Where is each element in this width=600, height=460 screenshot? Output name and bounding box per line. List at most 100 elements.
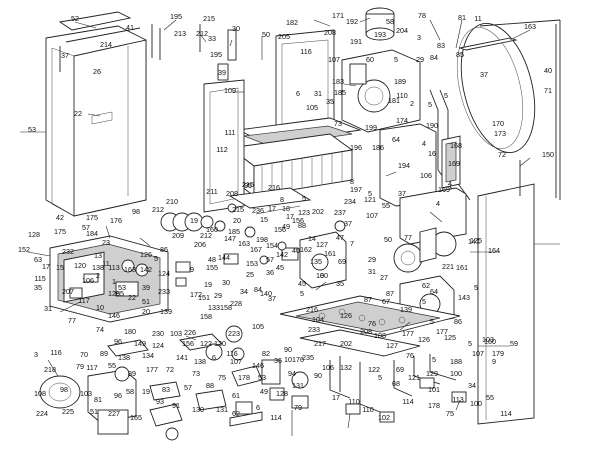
part-number-label: 164 bbox=[488, 246, 500, 255]
part-number-label: 15 bbox=[260, 215, 268, 224]
part-number-label: 171 bbox=[332, 11, 344, 20]
part-number-label: 100 bbox=[450, 369, 462, 378]
part-number-label: 216 bbox=[268, 183, 280, 192]
part-number-label: 109 bbox=[224, 86, 236, 95]
part-number-label: 233 bbox=[308, 325, 320, 334]
part-number-label: 175 bbox=[86, 213, 98, 222]
part-number-label: 67 bbox=[382, 297, 390, 306]
part-number-label: 64 bbox=[392, 135, 400, 144]
part-number-label: 101 bbox=[428, 385, 440, 394]
part-number-label: 117 bbox=[78, 296, 89, 305]
part-number-label: 139 bbox=[400, 305, 412, 314]
part-number-label: 33 bbox=[208, 34, 216, 43]
part-number-label: 141 bbox=[468, 237, 480, 246]
part-number-label: 45 bbox=[276, 263, 284, 272]
part-number-label: 81 bbox=[94, 395, 102, 404]
part-number-label: 34 bbox=[468, 381, 476, 390]
part-number-label: 126 bbox=[340, 311, 352, 320]
part-number-label: 29 bbox=[368, 255, 376, 264]
part-number-label: 71 bbox=[544, 86, 552, 95]
part-number-label: 204 bbox=[396, 26, 408, 35]
part-number-label: 26 bbox=[93, 67, 101, 76]
part-number-label: 195 bbox=[210, 50, 222, 59]
part-number-label: 128 bbox=[276, 389, 288, 398]
part-number-label: 9 bbox=[492, 357, 496, 366]
part-number-label: 77 bbox=[404, 233, 412, 242]
part-number-label: 100 bbox=[470, 399, 482, 408]
part-number-label: 39 bbox=[218, 68, 226, 77]
part-number-label: 10 bbox=[316, 271, 324, 280]
part-number-label: 11 bbox=[474, 14, 481, 23]
part-number-label: 130 bbox=[192, 405, 204, 414]
part-number-label: 218 bbox=[44, 365, 56, 374]
part-number-label: 177 bbox=[146, 365, 158, 374]
part-number-label: 85 bbox=[456, 50, 464, 59]
burner-parts bbox=[214, 187, 312, 265]
part-number-label: 190 bbox=[426, 121, 438, 130]
part-number-label: 174 bbox=[396, 116, 408, 125]
part-number-label: 86 bbox=[160, 245, 168, 254]
part-number-label: 195 bbox=[170, 12, 182, 21]
part-number-label: 212 bbox=[152, 205, 164, 214]
part-number-label: 35 bbox=[34, 283, 42, 292]
part-number-label: 114 bbox=[270, 413, 281, 422]
part-number-label: 107 bbox=[230, 357, 242, 366]
part-number-label: 37 bbox=[61, 51, 69, 60]
part-number-label: 153 bbox=[246, 259, 258, 268]
part-number-label: 233 bbox=[158, 287, 170, 296]
bottom-pipes bbox=[329, 354, 467, 423]
part-number-label: 135 bbox=[310, 257, 322, 266]
part-number-label: 189 bbox=[394, 77, 406, 86]
part-number-label: 17 bbox=[286, 212, 294, 221]
part-number-label: 89 bbox=[128, 369, 136, 378]
part-number-label: 147 bbox=[224, 234, 236, 243]
part-number-label: 185 bbox=[228, 227, 240, 236]
part-number-label: 123 bbox=[298, 208, 310, 217]
part-number-label: 177 bbox=[402, 329, 414, 338]
part-number-label: 5 bbox=[368, 189, 372, 198]
part-number-label: 121 bbox=[364, 195, 376, 204]
part-number-label: 165 bbox=[130, 413, 142, 422]
gaskets bbox=[160, 203, 237, 232]
part-number-label: 169 bbox=[448, 159, 460, 168]
part-number-label: 110 bbox=[396, 91, 407, 100]
part-number-label: 55 bbox=[108, 361, 116, 370]
fan-assembly bbox=[341, 7, 421, 133]
part-number-label: 5 bbox=[378, 373, 382, 382]
part-number-label: 27 bbox=[380, 273, 388, 282]
part-number-label: 91 bbox=[172, 401, 180, 410]
part-number-label: 107 bbox=[472, 349, 484, 358]
part-number-label: 51 bbox=[90, 407, 98, 416]
part-number-label: 105 bbox=[252, 322, 264, 331]
part-number-label: 69 bbox=[396, 365, 404, 374]
part-number-label: 60 bbox=[366, 55, 374, 64]
part-number-label: 138 bbox=[118, 353, 130, 362]
part-number-label: 53 bbox=[28, 125, 36, 134]
part-number-label: 217 bbox=[314, 339, 326, 348]
part-number-label: 146 bbox=[252, 361, 264, 370]
part-number-label: 124 bbox=[158, 269, 170, 278]
part-number-label: 129 bbox=[108, 289, 120, 298]
part-number-label: 214 bbox=[100, 40, 112, 49]
part-number-label: 126 bbox=[140, 250, 152, 259]
part-number-label: 5 bbox=[444, 91, 448, 100]
part-number-label: 156 bbox=[292, 216, 304, 225]
bottom-valves bbox=[149, 359, 309, 441]
part-number-label: 227 bbox=[108, 409, 120, 418]
part-number-label: 161 bbox=[456, 263, 468, 272]
part-number-label: 103 bbox=[170, 329, 182, 338]
top-frame bbox=[59, 24, 237, 81]
part-number-label: 5 bbox=[302, 194, 306, 203]
part-number-label: 149 bbox=[134, 339, 146, 348]
part-number-label: 142 bbox=[276, 250, 288, 259]
part-number-label: 161 bbox=[324, 249, 336, 258]
part-number-label: 156 bbox=[182, 339, 194, 348]
part-number-label: 95 bbox=[244, 181, 252, 190]
part-number-label: 198 bbox=[256, 235, 268, 244]
part-number-label: 235 bbox=[302, 353, 314, 362]
part-number-label: 86 bbox=[454, 317, 462, 326]
part-number-label: 3 bbox=[34, 350, 38, 359]
part-number-label: 193 bbox=[374, 30, 386, 39]
part-number-label: 122 bbox=[368, 365, 380, 374]
